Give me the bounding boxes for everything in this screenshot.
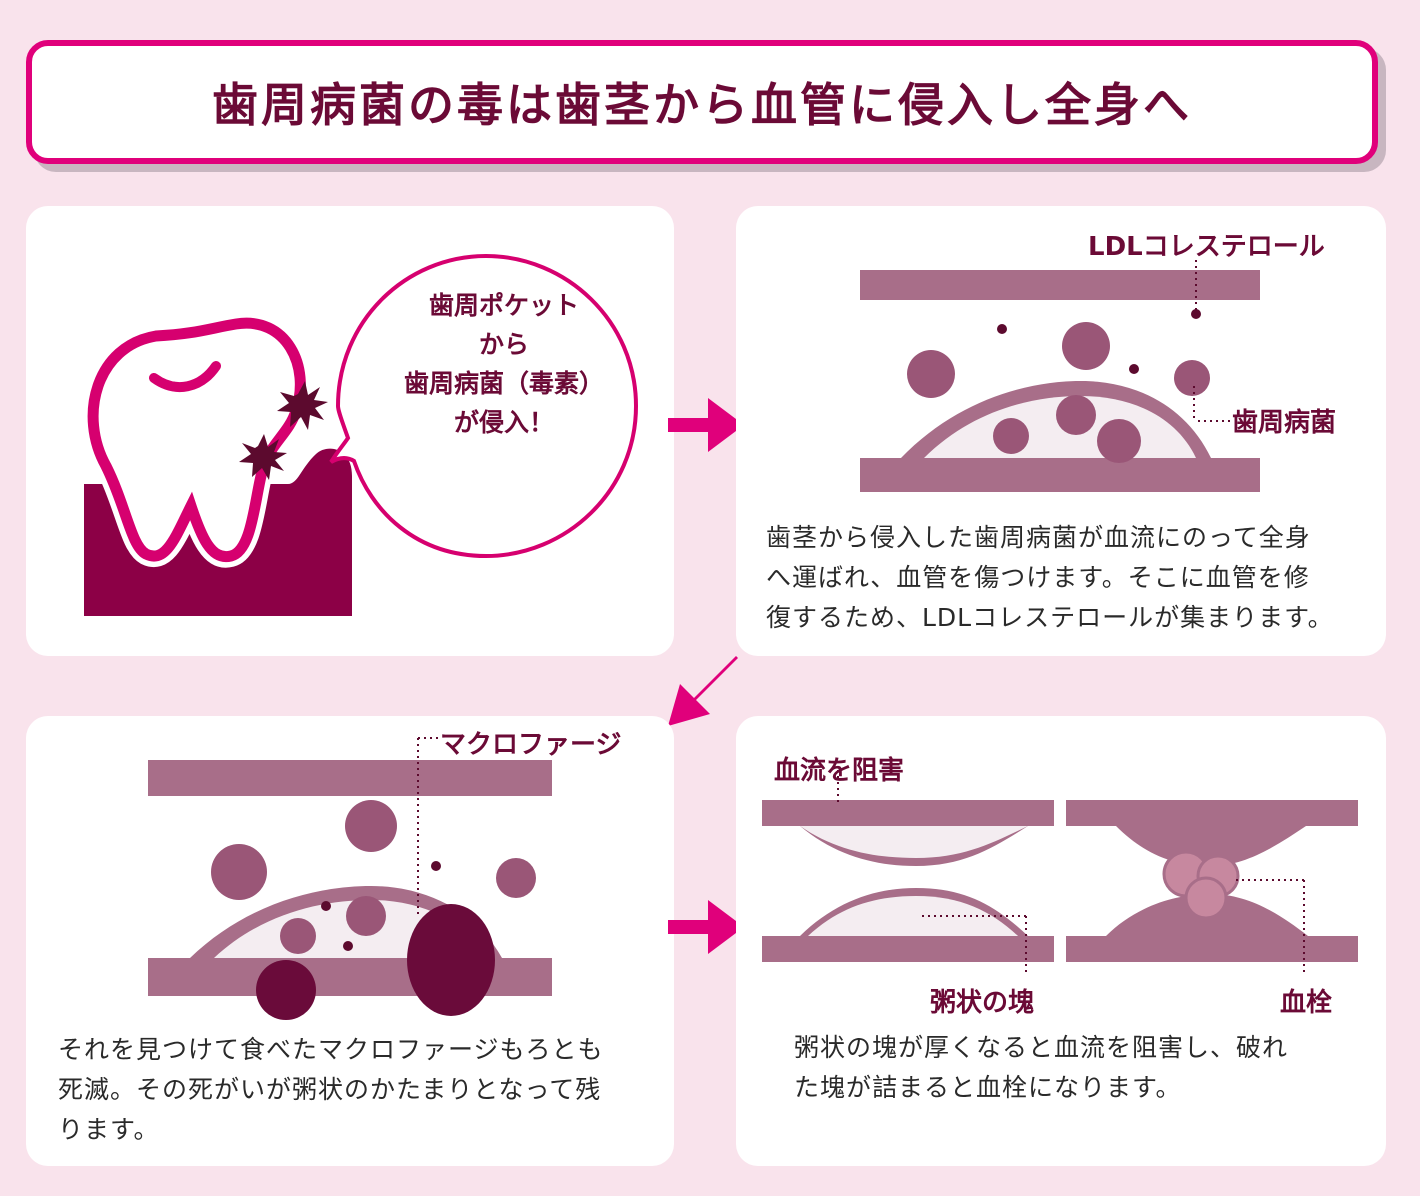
description-line: た塊が詰まると血栓になります。 xyxy=(794,1073,1182,1102)
bubble-line: が侵入！ xyxy=(453,408,554,437)
vessel-illustration-3 xyxy=(762,770,1358,976)
label-ldl: LDLコレステロール xyxy=(1088,232,1325,262)
label-block: 血流を阻害 xyxy=(774,756,905,786)
description: 歯茎から侵入した歯周病菌が血流にのって全身 へ運ばれ、血管を傷つけます。そこに血… xyxy=(766,518,1334,638)
title-box: 歯周病菌の毒は歯茎から血管に侵入し全身へ xyxy=(26,40,1378,164)
description-line: 復するため、LDLコレステロールが集まります。 xyxy=(766,603,1334,632)
description: 粥状の塊が厚くなると血流を阻害し、破れ た塊が詰まると血栓になります。 xyxy=(794,1028,1288,1108)
debris-dots xyxy=(321,861,441,951)
tooth-outline xyxy=(87,317,306,563)
description: それを見つけて食べたマクロファージもろとも 死滅。その死がいが粥状のかたまりとな… xyxy=(58,1030,604,1150)
label-macrophage: マクロファージ xyxy=(440,730,622,760)
vessel-illustration-1 xyxy=(860,260,1260,492)
panel-macrophage: マクロファージ それを見つけて食べたマクロファージもろとも 死滅。その死がいが粥… xyxy=(26,716,674,1166)
description-line: 粥状の塊が厚くなると血流を阻害し、破れ xyxy=(794,1033,1289,1062)
tooth-illustration xyxy=(82,253,639,616)
bubble-text: 歯周ポケット から 歯周病菌（毒素） が侵入！ xyxy=(374,286,634,442)
toxin-icon xyxy=(239,381,328,480)
speech-bubble xyxy=(329,253,639,559)
panel-blockage: 血流を阻害 粥状の塊 血栓 粥状の塊が厚くなると血流を阻害し、破れ た塊が詰まる… xyxy=(736,716,1386,1166)
thrombus-clot xyxy=(1162,850,1240,920)
bacteria-group xyxy=(211,800,536,954)
vessel-illustration-2 xyxy=(148,737,552,1020)
macrophage-group xyxy=(256,904,495,1020)
bubble-line: 歯周ポケット xyxy=(428,291,579,320)
description-line: へ運ばれ、血管を傷つけます。そこに血管を修 xyxy=(766,563,1310,592)
label-plaque: 粥状の塊 xyxy=(930,988,1035,1018)
ldl-dots xyxy=(997,309,1201,374)
description-line: 歯茎から侵入した歯周病菌が血流にのって全身 xyxy=(766,523,1311,552)
page-title: 歯周病菌の毒は歯茎から血管に侵入し全身へ xyxy=(212,78,1192,132)
bubble-line: 歯周病菌（毒素） xyxy=(403,369,604,398)
bubble-line: から xyxy=(478,330,529,359)
bacteria-group xyxy=(907,322,1210,463)
description-line: それを見つけて食べたマクロファージもろとも xyxy=(58,1035,604,1064)
tooth-highlight xyxy=(149,361,221,392)
label-thrombus: 血栓 xyxy=(1280,988,1333,1018)
panel-tooth: 歯周ポケット から 歯周病菌（毒素） が侵入！ xyxy=(26,206,674,656)
vessel-wall-top xyxy=(148,760,552,796)
vessel-wall-top-left xyxy=(762,800,1054,826)
arrow-down-left-icon xyxy=(668,656,738,726)
panel-vessel-entry: LDLコレステロール 歯周病菌 歯茎から侵入した歯周病菌が血流にのって全身 へ運… xyxy=(736,206,1386,656)
plaque-top-right xyxy=(1116,826,1306,866)
arrow-right-icon xyxy=(668,900,744,954)
label-bacteria: 歯周病菌 xyxy=(1232,408,1337,438)
plaque-bottom-right xyxy=(1066,894,1358,962)
description-line: 死滅。その死がいが粥状のかたまりとなって残 xyxy=(58,1075,602,1104)
vessel-wall-top-right xyxy=(1066,800,1358,826)
vessel-wall-top xyxy=(860,270,1260,300)
arrow-right-icon xyxy=(668,398,744,452)
description-line: ります。 xyxy=(58,1115,160,1144)
